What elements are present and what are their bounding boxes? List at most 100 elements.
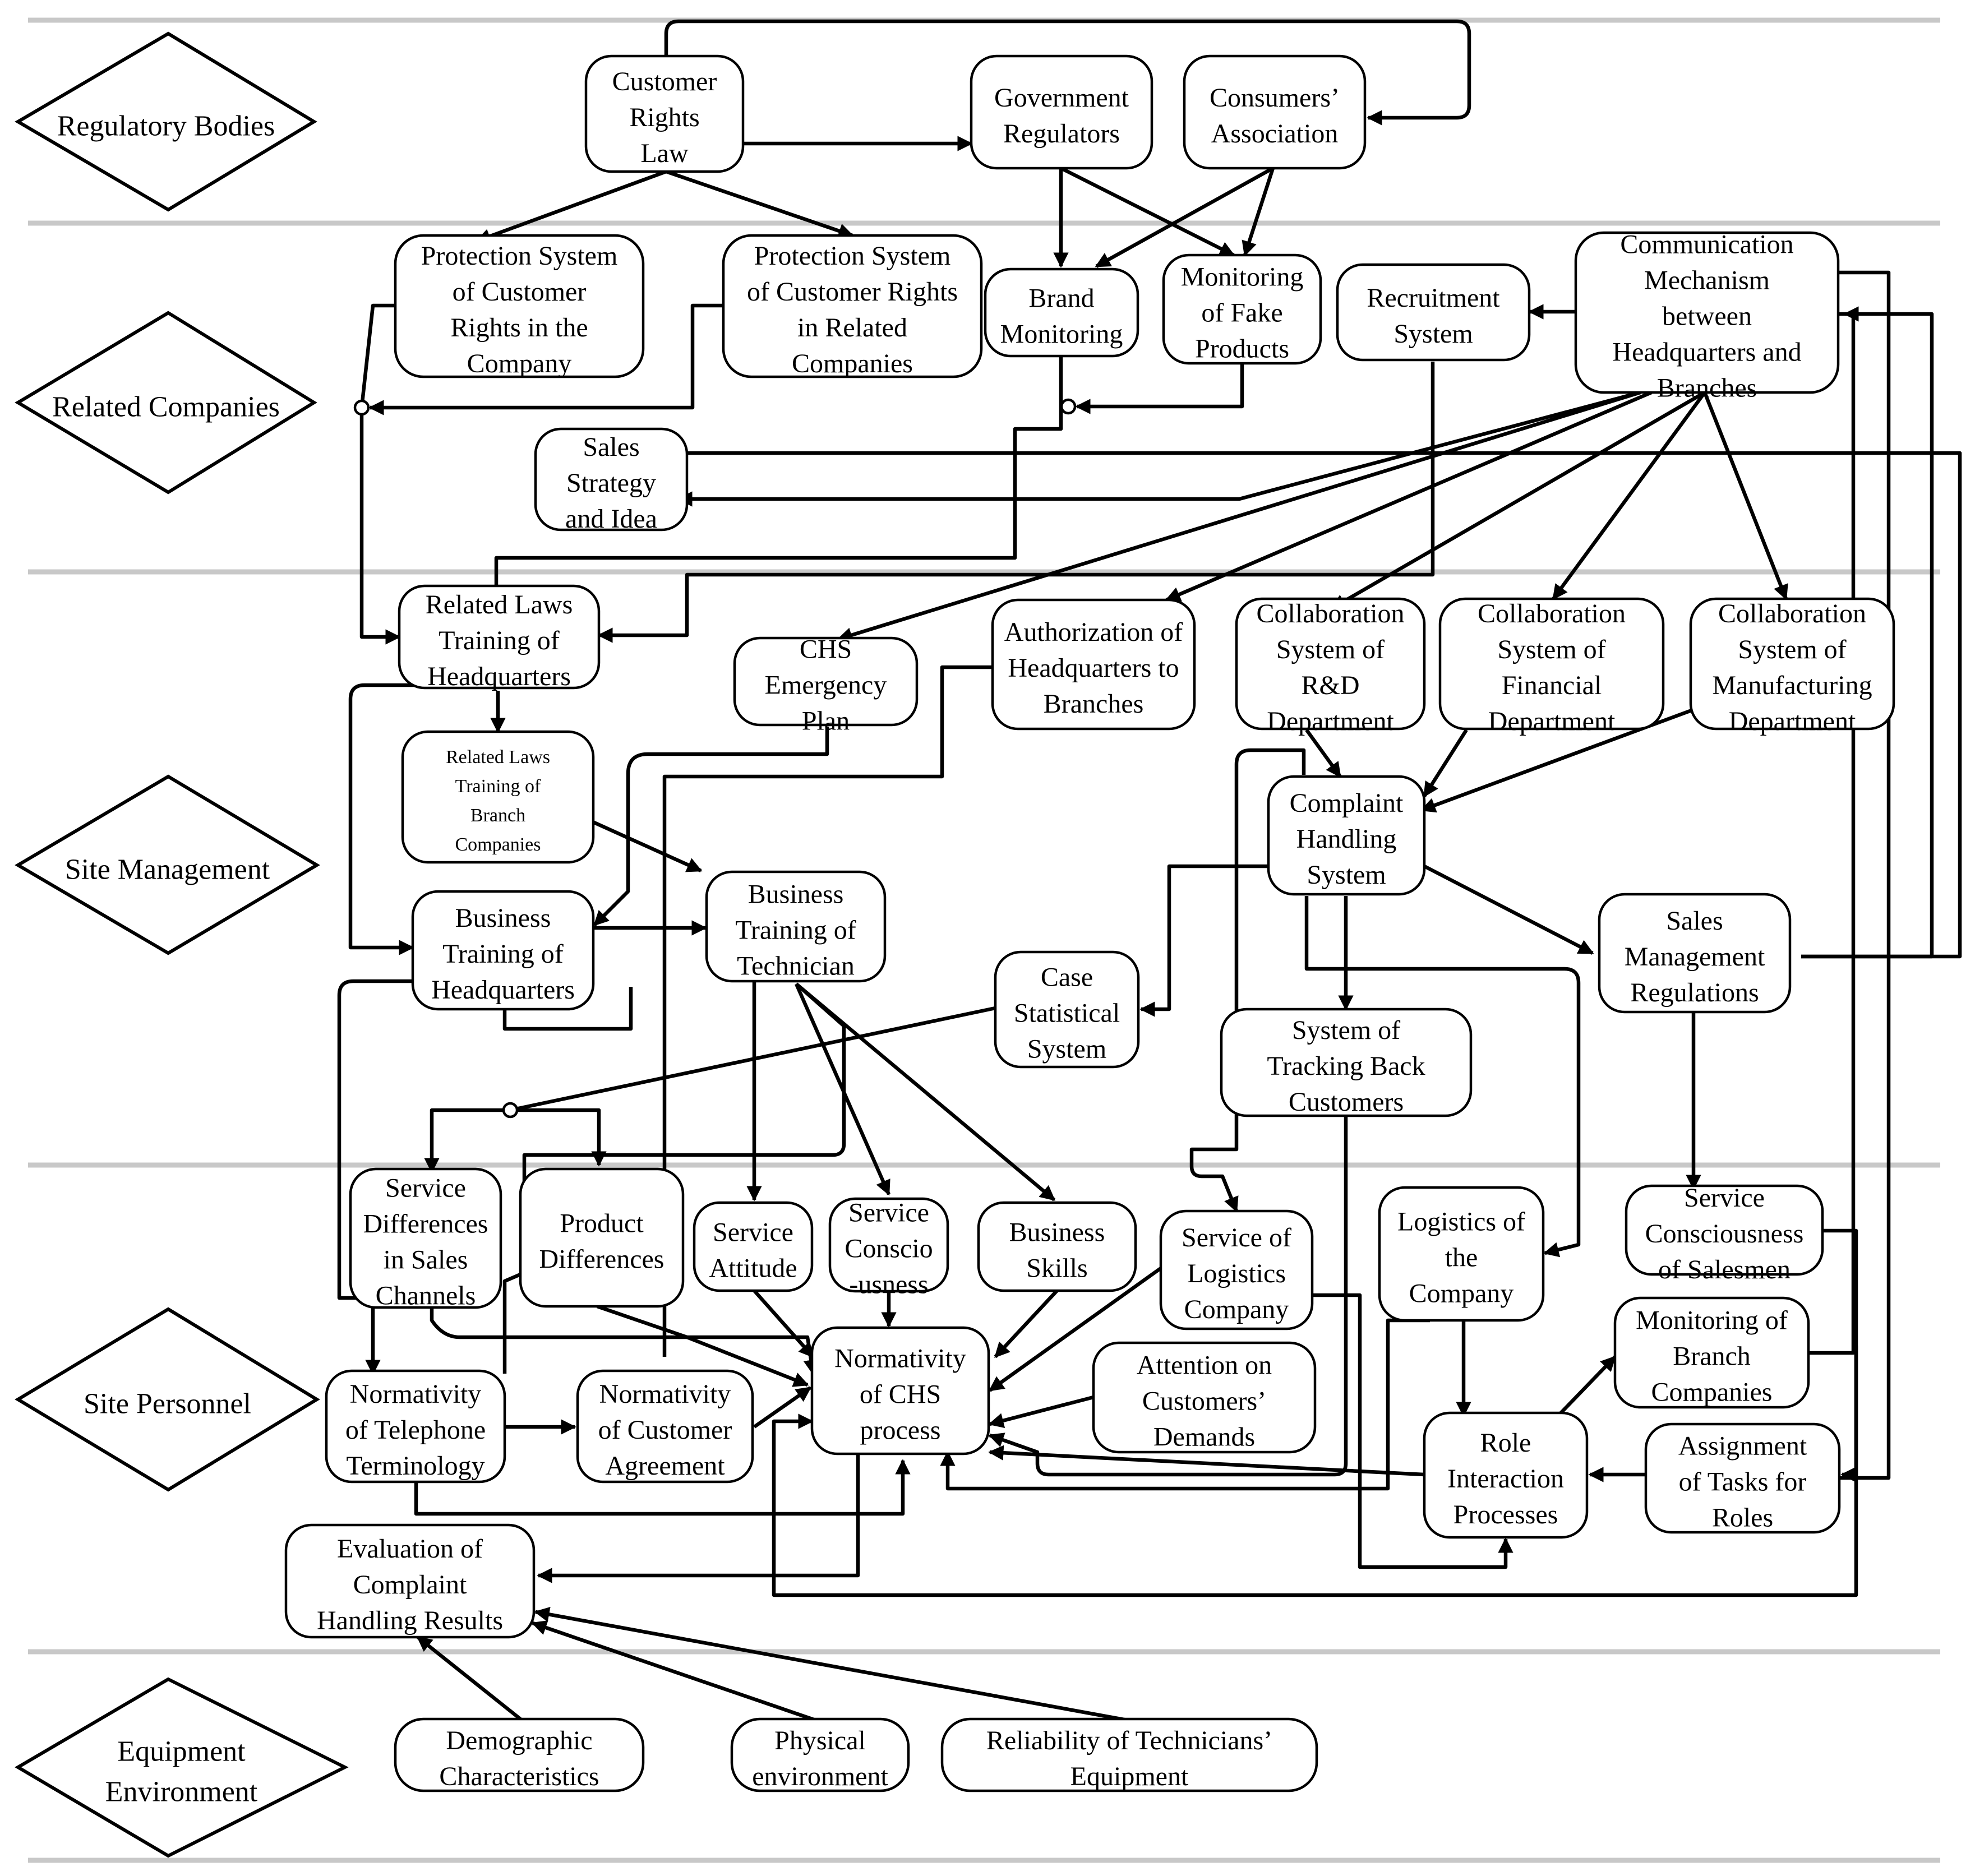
edge-complaint-to-logistics-company	[1304, 896, 1581, 1258]
edge-chs-to-business-hq	[593, 727, 829, 927]
edge-law-to-protection-company	[475, 169, 667, 244]
edge-recruitment-to-laws-hq	[597, 362, 1435, 643]
lane-label: Site Management	[65, 853, 270, 885]
node-label-line: Department	[1729, 706, 1856, 736]
edge-government-to-fake	[1060, 167, 1235, 257]
edge-complaint-to-case	[1139, 864, 1268, 1017]
node-label-line: Logistics	[1187, 1259, 1286, 1288]
node-label-line: Role	[1480, 1428, 1531, 1458]
node-label-line: Roles	[1712, 1503, 1773, 1532]
node-label-line: Related Companies	[52, 391, 280, 423]
node-label-line: Complaint	[353, 1570, 467, 1600]
lane-labels: Regulatory Bodies Related Companies Site…	[15, 31, 349, 1858]
edge-case-to-service-diff	[424, 1006, 996, 1173]
edge-law-to-consumers	[664, 19, 1471, 126]
node-label-line: of Customer	[598, 1415, 732, 1445]
node-label-line: Association	[1211, 119, 1339, 149]
lane-site-management: Site Management	[15, 774, 320, 955]
node-label-line: Branch	[470, 805, 525, 826]
edge-complaint-to-service-logistics	[1189, 748, 1306, 1213]
junction-dot	[353, 399, 370, 416]
node-label-line: Government	[994, 83, 1129, 113]
node-label-line: System of	[1497, 635, 1605, 664]
edge-protection-company-to-laws-hq	[359, 303, 401, 645]
edge-attention-to-chs	[988, 1395, 1094, 1429]
node-label-line: of Customer	[453, 277, 587, 307]
node-label-line: Plan	[802, 706, 850, 736]
edge-complaint-to-sales-management	[1423, 865, 1594, 955]
node-label-line: Equipment	[117, 1735, 246, 1767]
node-label-line: Branches	[1657, 373, 1757, 403]
node-label-line: Physical	[774, 1726, 866, 1755]
node-label-line: Normativity	[834, 1343, 966, 1373]
node-label-line: Company	[467, 349, 572, 378]
node-label-line: Service	[713, 1217, 793, 1247]
edge-consumers-to-brand	[1095, 167, 1274, 268]
node-label-line: Terminology	[346, 1451, 484, 1481]
lane-regulatory-bodies: Regulatory Bodies	[15, 31, 317, 212]
node-label-line: Headquarters	[431, 975, 575, 1005]
edge-comm-to-manufacturing	[1702, 391, 1788, 600]
node-label-line: Law	[640, 138, 689, 168]
node-label-line: Training of	[455, 776, 541, 797]
node-label-line: process	[860, 1415, 941, 1445]
edge-comm-to-rd	[1330, 391, 1706, 610]
node-label-line: Communication	[1620, 229, 1793, 259]
lane-label: Site Personnel	[84, 1388, 251, 1420]
node-label-line: of Salesmen	[1658, 1255, 1791, 1284]
node-label-line: Companies	[455, 834, 541, 855]
edge-case-to-product-diff	[510, 1108, 607, 1167]
edge-business-hq-down	[502, 987, 633, 1031]
node-label-line: and Idea	[565, 504, 657, 534]
edge-monitoring-branch-to-comm	[1808, 306, 1859, 1355]
node-label-line: R&D	[1301, 671, 1359, 700]
node-label-line: Related Laws	[446, 747, 550, 768]
node-label-line: Department	[1267, 706, 1394, 736]
lane-separators	[28, 17, 1940, 1863]
edge-attitude-to-chs	[753, 1289, 815, 1359]
node-label-line: Service	[1684, 1183, 1765, 1213]
edge-laws-hq-to-business-hq	[348, 683, 421, 955]
node-label-line: Collaboration	[1718, 599, 1866, 629]
node-label-line: Service	[848, 1198, 929, 1227]
edge-tracking-to-chs-process	[988, 1103, 1348, 1477]
node-label-line: Department	[1488, 706, 1616, 736]
node-label-line: Regulations	[1630, 978, 1759, 1008]
node-label-line: Tracking Back	[1267, 1051, 1425, 1081]
node-label-line: Training of	[439, 626, 560, 655]
node-label-line: Conscio	[845, 1233, 933, 1263]
node-label-line: Site Personnel	[84, 1388, 251, 1420]
